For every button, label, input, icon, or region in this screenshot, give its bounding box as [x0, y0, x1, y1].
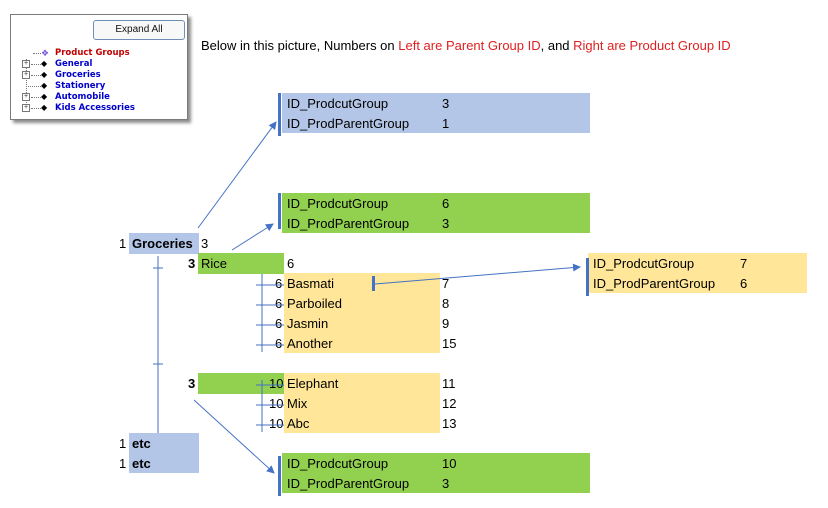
child-id: 8	[442, 296, 450, 311]
rice-cell	[198, 253, 284, 274]
second-parent-id: 3	[188, 376, 196, 391]
info-value: 6	[740, 276, 748, 291]
rice-name: Rice	[201, 256, 228, 271]
info-key: ID_ProdParentGroup	[593, 276, 716, 291]
child-parent-id: 6	[275, 336, 283, 351]
caption-right-highlight: Right are Product Group ID	[573, 38, 731, 53]
info-box-marker	[586, 258, 589, 296]
expand-kids-accessories-icon[interactable]: +	[22, 104, 30, 112]
child-parent-id: 6	[275, 316, 283, 331]
child-name: Abc	[287, 416, 310, 431]
child-name: Basmati	[287, 276, 334, 291]
tree-item-stationery[interactable]: Stationery	[55, 81, 106, 91]
rice-parent-id: 3	[188, 256, 196, 271]
tree-connector	[31, 64, 41, 65]
diamond-icon: ◆	[41, 59, 48, 68]
info-value: 6	[442, 196, 450, 211]
groceries-parent-id: 1	[119, 236, 127, 251]
product-group-tree-panel: Expand All ❖ Product Groups + ◆ General …	[10, 14, 188, 120]
child-name: Parboiled	[287, 296, 342, 311]
groceries-name: Groceries	[132, 236, 193, 251]
arrow-basmati-info	[374, 263, 581, 285]
info-key: ID_ProdcutGroup	[287, 196, 389, 211]
product-groups-icon: ❖	[41, 48, 50, 58]
child-id: 13	[442, 416, 457, 431]
child-parent-id: 6	[275, 276, 283, 291]
diamond-icon: ◆	[41, 70, 48, 79]
diamond-icon: ◆	[41, 81, 48, 90]
tree-item-groceries[interactable]: Groceries	[55, 70, 101, 80]
caption-left-highlight: Left are Parent Group ID	[398, 38, 541, 53]
info-value: 10	[442, 456, 457, 471]
info-key: ID_ProdParentGroup	[287, 116, 410, 131]
info-value: 1	[442, 116, 450, 131]
tree-connector	[26, 86, 41, 87]
child-name: Jasmin	[287, 316, 329, 331]
groceries-cell	[129, 233, 199, 254]
tree-connector	[31, 108, 41, 109]
child-id: 9	[442, 316, 450, 331]
child-id: 15	[442, 336, 457, 351]
child-id: 11	[442, 376, 456, 391]
tree-connector	[31, 75, 41, 76]
info-value: 3	[442, 216, 450, 231]
arrow-rice-info	[231, 223, 274, 251]
info-value: 3	[442, 96, 450, 111]
child-parent-id: 10	[269, 416, 284, 431]
child-parent-id: 10	[269, 376, 284, 391]
tree-connector	[31, 97, 41, 98]
child-name: Mix	[287, 396, 308, 411]
info-box-second-group	[282, 453, 590, 493]
info-key: ID_ProdParentGroup	[287, 476, 410, 491]
caption-part2: , and	[540, 38, 574, 53]
rice-children-block	[284, 273, 440, 353]
info-key: ID_ProdcutGroup	[593, 256, 695, 271]
second-children-block	[284, 373, 440, 433]
etc-parent-id: 1	[119, 436, 127, 451]
child-parent-id: 10	[269, 396, 284, 411]
child-id: 7	[442, 276, 450, 291]
child-name: Another	[287, 336, 333, 351]
tree-vertical-connector	[26, 59, 27, 109]
caption-part1: Below in this picture, Numbers on	[201, 38, 399, 53]
info-value: 3	[442, 476, 450, 491]
diamond-icon: ◆	[41, 103, 48, 112]
etc-parent-id: 1	[119, 456, 127, 471]
expand-general-icon[interactable]: +	[22, 60, 30, 68]
info-key: ID_ProdcutGroup	[287, 96, 389, 111]
arrow-groceries-info	[197, 121, 277, 229]
info-box-marker	[278, 456, 281, 496]
child-name: Elephant	[287, 376, 339, 391]
tree-root-label[interactable]: Product Groups	[55, 48, 130, 58]
expand-automobile-icon[interactable]: +	[22, 93, 30, 101]
tree-item-general[interactable]: General	[55, 59, 93, 69]
info-box-basmati	[588, 253, 807, 293]
child-parent-id: 6	[275, 296, 283, 311]
info-value: 7	[740, 256, 748, 271]
expand-groceries-icon[interactable]: +	[22, 71, 30, 79]
tree-item-kids-accessories[interactable]: Kids Accessories	[55, 103, 135, 113]
etc-name: etc	[132, 456, 151, 471]
etc-name: etc	[132, 436, 151, 451]
expand-all-button[interactable]: Expand All	[93, 20, 185, 40]
child-id: 12	[442, 396, 457, 411]
info-key: ID_ProdParentGroup	[287, 216, 410, 231]
info-box-rice	[282, 193, 590, 233]
basmati-marker	[372, 276, 375, 291]
info-key: ID_ProdcutGroup	[287, 456, 389, 471]
arrow-second-group-info	[193, 399, 275, 474]
rice-id: 6	[287, 256, 295, 271]
tree-item-automobile[interactable]: Automobile	[55, 92, 110, 102]
groceries-id: 3	[201, 236, 209, 251]
etc-block	[129, 433, 199, 473]
info-box-groceries	[282, 93, 590, 133]
tree-connector	[33, 53, 41, 54]
info-box-marker	[278, 193, 281, 229]
diamond-icon: ◆	[41, 92, 48, 101]
info-box-marker	[278, 93, 281, 136]
diagram-caption: Below in this picture, Numbers on Left a…	[201, 38, 731, 53]
